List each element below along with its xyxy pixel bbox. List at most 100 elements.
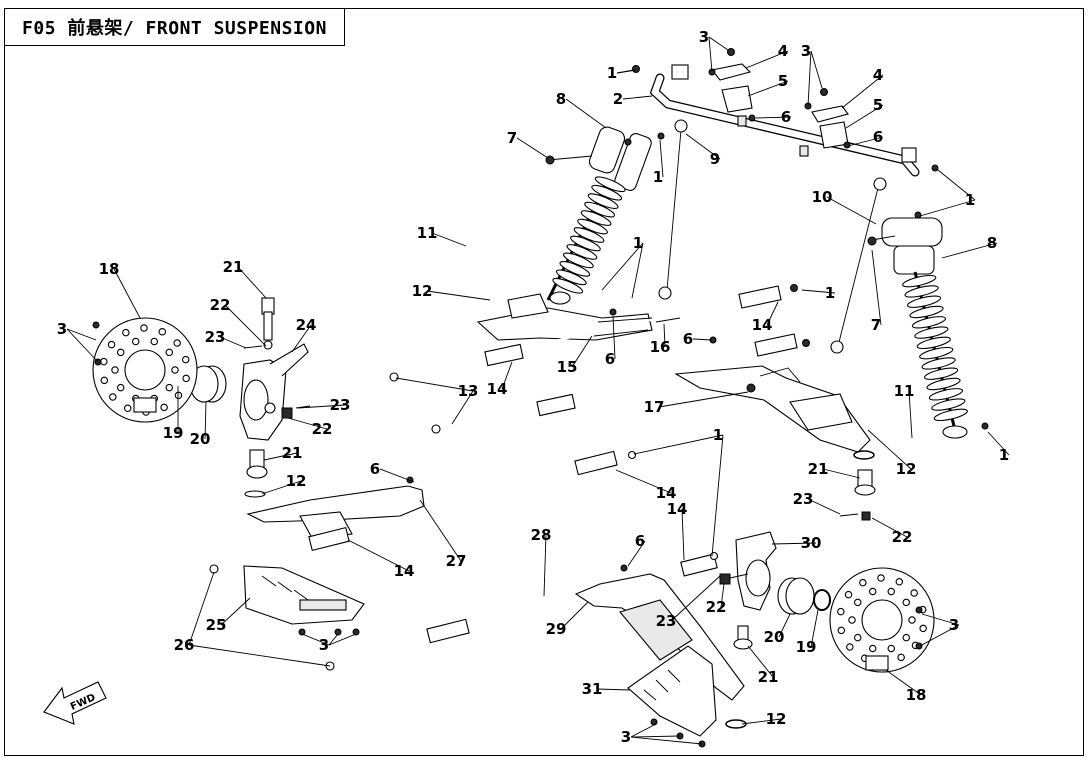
callout-c30: 30 bbox=[801, 534, 822, 552]
skid-plate-right bbox=[627, 645, 717, 748]
callout-c12c: 12 bbox=[286, 472, 307, 490]
callout-c23d: 23 bbox=[656, 612, 677, 630]
callout-c14e: 14 bbox=[667, 500, 688, 518]
callout-c8b: 8 bbox=[987, 234, 997, 252]
callout-c6c: 6 bbox=[605, 350, 615, 368]
shock-absorber-left bbox=[545, 65, 652, 305]
callout-c10: 10 bbox=[812, 188, 833, 206]
title-box: F05 前悬架/ FRONT SUSPENSION bbox=[4, 8, 345, 46]
callout-c13: 13 bbox=[458, 382, 479, 400]
callout-c22a: 22 bbox=[210, 296, 231, 314]
callout-c23b: 23 bbox=[330, 396, 351, 414]
callout-c9: 9 bbox=[710, 150, 720, 168]
callout-c16: 16 bbox=[650, 338, 671, 356]
callout-c3f: 3 bbox=[621, 728, 631, 746]
steering-knuckle-right bbox=[719, 531, 777, 729]
hub-bearing-right bbox=[777, 577, 831, 615]
stabilizer-link-right bbox=[830, 164, 939, 354]
lower-control-arm-right bbox=[674, 336, 871, 453]
callout-c21a: 21 bbox=[223, 258, 244, 276]
callout-c23c: 23 bbox=[793, 490, 814, 508]
callout-c29: 29 bbox=[546, 620, 567, 638]
callout-c6b: 6 bbox=[873, 128, 883, 146]
callout-c6a: 6 bbox=[781, 108, 791, 126]
upper-control-arm-left bbox=[476, 293, 653, 341]
callout-c20b: 20 bbox=[764, 628, 785, 646]
callout-c22c: 22 bbox=[892, 528, 913, 546]
callout-c12a: 12 bbox=[412, 282, 433, 300]
skid-plate-left bbox=[243, 565, 365, 636]
stabilizer-bushing bbox=[737, 115, 747, 127]
callout-leader-lines bbox=[66, 36, 1010, 745]
diagram-frame bbox=[4, 8, 1084, 756]
stabilizer-bar bbox=[649, 64, 920, 177]
callout-c14c: 14 bbox=[656, 484, 677, 502]
callout-c5b: 5 bbox=[873, 96, 883, 114]
callout-c3b: 3 bbox=[801, 42, 811, 60]
callout-c25: 25 bbox=[206, 616, 227, 634]
callout-c5a: 5 bbox=[778, 72, 788, 90]
stabilizer-mount-left bbox=[708, 48, 756, 122]
brake-disc-right bbox=[829, 567, 935, 673]
callout-c18a: 18 bbox=[99, 260, 120, 278]
callout-c31: 31 bbox=[582, 680, 603, 698]
callout-c11a: 11 bbox=[417, 224, 438, 242]
stabilizer-mount-right bbox=[804, 88, 851, 149]
callout-c3d: 3 bbox=[319, 636, 329, 654]
stabilizer-bushing bbox=[799, 145, 809, 157]
callout-c14b: 14 bbox=[487, 380, 508, 398]
callout-c7a: 7 bbox=[507, 129, 517, 147]
callout-c1a: 1 bbox=[607, 64, 617, 82]
callout-c28: 28 bbox=[531, 526, 552, 544]
brake-disc-left bbox=[92, 317, 198, 423]
callout-c11b: 11 bbox=[894, 382, 915, 400]
callout-c6f: 6 bbox=[635, 532, 645, 550]
callout-c12b: 12 bbox=[896, 460, 917, 478]
callout-c26: 26 bbox=[174, 636, 195, 654]
callout-c6e: 6 bbox=[370, 460, 380, 478]
bolts-and-sleeves-upper bbox=[389, 284, 810, 434]
callout-c1d: 1 bbox=[633, 234, 643, 252]
callout-c12d: 12 bbox=[766, 710, 787, 728]
callout-c21c: 21 bbox=[808, 460, 829, 478]
page-title: F05 前悬架/ FRONT SUSPENSION bbox=[22, 18, 327, 39]
callout-c20a: 20 bbox=[190, 430, 211, 448]
stabilizer-end-bracket bbox=[671, 64, 689, 80]
callout-c22b: 22 bbox=[312, 420, 333, 438]
callout-c3c: 3 bbox=[57, 320, 67, 338]
callout-c1g: 1 bbox=[713, 426, 723, 444]
upper-control-arm-left-front bbox=[246, 476, 425, 539]
callout-c1e: 1 bbox=[825, 284, 835, 302]
callout-c27: 27 bbox=[446, 552, 467, 570]
stabilizer-end-bracket bbox=[901, 147, 917, 163]
ball-joint-left-lower bbox=[244, 449, 268, 498]
callout-c1f: 1 bbox=[999, 446, 1009, 464]
callout-c7b: 7 bbox=[871, 316, 881, 334]
steering-knuckle-left bbox=[239, 297, 311, 441]
callout-c2: 2 bbox=[613, 90, 623, 108]
callout-c14a: 14 bbox=[752, 316, 773, 334]
callout-c21d: 21 bbox=[758, 668, 779, 686]
callout-c23a: 23 bbox=[205, 328, 226, 346]
callout-c19a: 19 bbox=[163, 424, 184, 442]
callout-c14d: 14 bbox=[394, 562, 415, 580]
callout-c3a: 3 bbox=[699, 28, 709, 46]
shock-absorber-right bbox=[867, 211, 989, 439]
callout-c24: 24 bbox=[296, 316, 317, 334]
callout-c21b: 21 bbox=[282, 444, 303, 462]
callout-c3e: 3 bbox=[949, 616, 959, 634]
bolts-and-sleeves-lower bbox=[209, 450, 719, 671]
callout-c19b: 19 bbox=[796, 638, 817, 656]
callout-c18b: 18 bbox=[906, 686, 927, 704]
stabilizer-link-left bbox=[657, 119, 688, 300]
ball-joint-right-upper bbox=[839, 450, 876, 521]
callout-c4b: 4 bbox=[873, 66, 883, 84]
forward-direction-indicator: FWD bbox=[43, 681, 107, 725]
callout-c6d: 6 bbox=[683, 330, 693, 348]
callout-c1b: 1 bbox=[653, 168, 663, 186]
callout-c4a: 4 bbox=[778, 42, 788, 60]
callout-c22d: 22 bbox=[706, 598, 727, 616]
